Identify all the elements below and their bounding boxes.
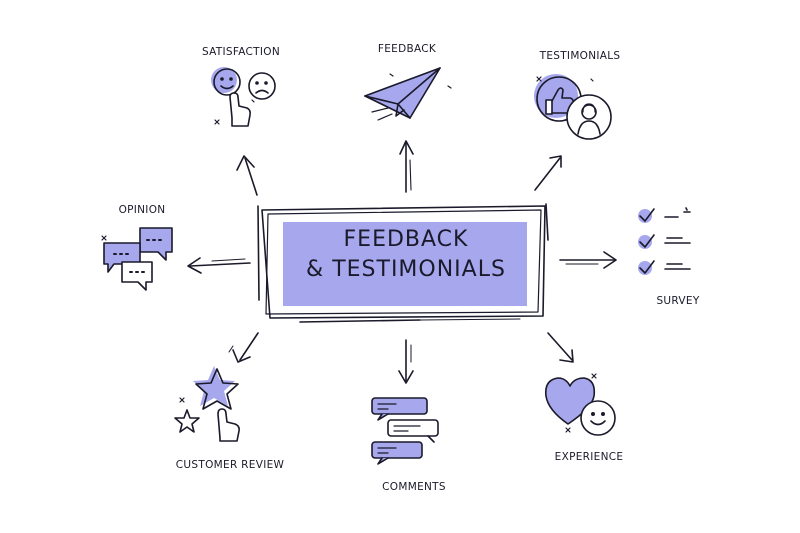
arrow-to-experience: [547, 332, 574, 363]
label-experience: EXPERIENCE: [554, 451, 624, 463]
arrow-to-survey: [559, 251, 617, 269]
checklist-icon: [638, 207, 691, 275]
label-feedback: FEEDBACK: [377, 43, 437, 55]
label-survey: SURVEY: [656, 295, 700, 307]
emoji-faces-icon: [211, 67, 276, 127]
thumbs-up-person-icon: [534, 74, 612, 140]
arrow-to-feedback: [399, 140, 414, 193]
label-testimonials: TESTIMONIALS: [539, 50, 621, 62]
chat-bubbles-icon: [101, 227, 173, 291]
label-satisfaction: SATISFACTION: [201, 46, 281, 58]
paper-plane-icon: [364, 67, 452, 121]
arrow-to-customer-review: [228, 332, 259, 363]
arrow-to-opinion: [187, 257, 251, 274]
arrow-to-comments: [398, 339, 414, 384]
center-title: FEEDBACK & TESTIMONIALS: [286, 225, 526, 285]
arrow-to-satisfaction: [236, 155, 258, 196]
center-box: [257, 203, 549, 323]
comment-bubbles-icon: [371, 397, 439, 465]
label-comments: COMMENTS: [382, 481, 446, 493]
star-click-icon: [174, 366, 240, 442]
heart-smiley-icon: [544, 373, 616, 436]
label-opinion: OPINION: [118, 204, 166, 216]
center-title-line1: FEEDBACK: [343, 227, 469, 252]
label-customer-review: CUSTOMER REVIEW: [175, 459, 285, 471]
center-title-line2: & TESTIMONIALS: [306, 257, 506, 282]
arrow-to-testimonials: [534, 155, 562, 191]
